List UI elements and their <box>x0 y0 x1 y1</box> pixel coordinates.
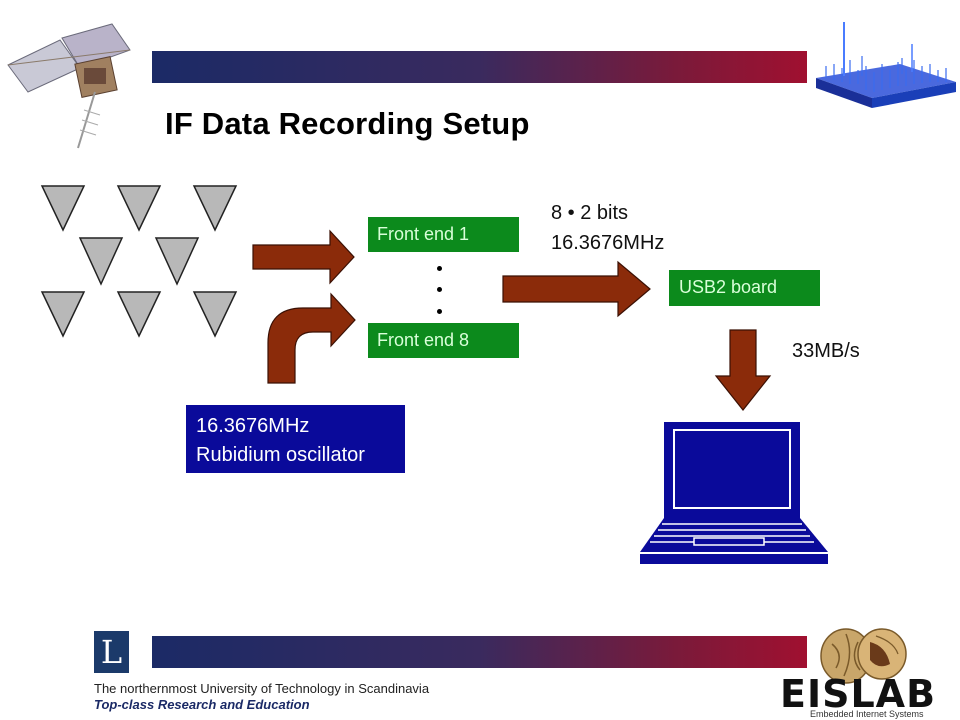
front-end-1-box: Front end 1 <box>368 217 519 252</box>
eislab-logo: EISLAB <box>780 672 937 716</box>
university-logo-letter: L <box>100 633 123 671</box>
antenna-triangle <box>154 237 200 286</box>
bits-label: 8 • 2 bits <box>551 202 629 224</box>
antenna-triangle <box>192 185 238 232</box>
oscillator-name: Rubidium oscillator <box>196 444 365 466</box>
usb2-board-box: USB2 board <box>669 270 820 306</box>
antenna-triangle <box>116 291 162 338</box>
arrow-oscillator-to-frontend <box>267 292 356 384</box>
walnut-logo-icon <box>820 628 907 684</box>
antenna-array <box>40 185 238 338</box>
arrow-usb-to-laptop <box>714 329 772 411</box>
antenna-triangle <box>40 291 86 338</box>
front-end-8-box: Front end 8 <box>368 323 519 358</box>
laptop-icon <box>640 422 828 564</box>
eislab-subtitle: Embedded Internet Systems <box>810 709 924 719</box>
footer-tagline: The northernmost University of Technolog… <box>94 681 430 696</box>
header-bar <box>152 51 807 83</box>
university-logo: L <box>94 631 129 673</box>
ellipsis-dot <box>437 266 442 271</box>
antenna-triangle <box>116 185 162 232</box>
arrow-frontend-to-usb <box>502 260 651 318</box>
spectrum-plot-icon <box>816 22 956 108</box>
footer-subtagline: Top-class Research and Education <box>94 697 310 712</box>
footer-bar <box>152 636 807 668</box>
arrow-antenna-to-frontend <box>252 229 355 285</box>
frequency-label: 16.3676MHz <box>551 232 665 254</box>
antenna-triangle <box>40 185 86 232</box>
page-title: IF Data Recording Setup <box>165 106 530 141</box>
ellipsis-dot <box>437 287 442 292</box>
satellite-icon <box>7 23 131 149</box>
oscillator-box: 16.3676MHz Rubidium oscillator <box>186 405 405 473</box>
ellipsis-dot <box>437 309 442 314</box>
antenna-triangle <box>192 291 238 338</box>
oscillator-frequency: 16.3676MHz <box>196 415 310 437</box>
antenna-triangle <box>78 237 124 286</box>
data-rate-label: 33MB/s <box>792 340 860 362</box>
